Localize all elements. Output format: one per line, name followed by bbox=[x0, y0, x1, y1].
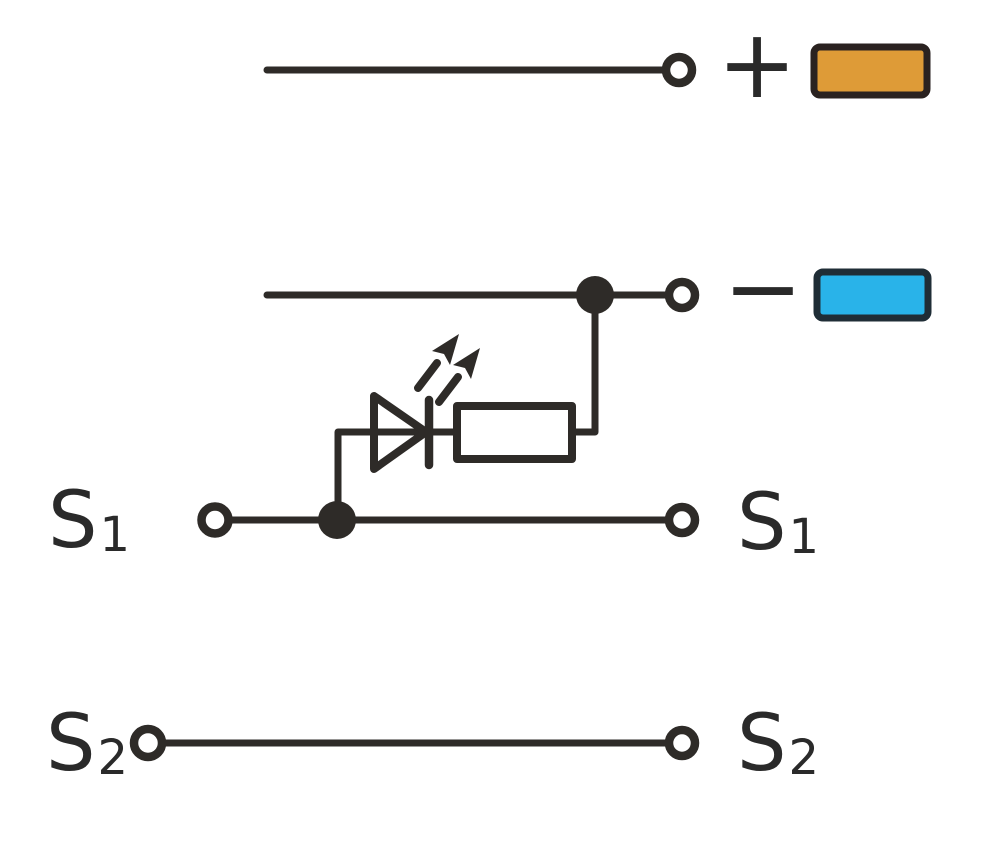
schematic-lines bbox=[159, 66, 670, 747]
labels: + − S1 S1 S2 S2 bbox=[46, 10, 819, 789]
s2-terminal-right-circle bbox=[664, 725, 700, 761]
led-emission-arrow-heads bbox=[432, 334, 480, 379]
plus-symbol: + bbox=[717, 10, 797, 120]
led-branch-wire-left bbox=[334, 428, 461, 524]
s1-label-left: S1 bbox=[48, 476, 130, 566]
led-diode-triangle bbox=[370, 392, 430, 473]
junction-dots bbox=[318, 276, 614, 539]
s1-junction-dot bbox=[318, 501, 356, 539]
led-emission-arrow-shaft-2 bbox=[435, 373, 462, 406]
s1-label-right: S1 bbox=[737, 478, 819, 568]
plus-terminal-circle bbox=[661, 52, 697, 88]
led-emission-arrow-shaft-1 bbox=[414, 359, 441, 392]
plus-color-marker bbox=[810, 43, 931, 99]
led-branch-wire-right bbox=[568, 291, 599, 436]
minus-junction-dot bbox=[576, 276, 614, 314]
minus-color-marker bbox=[813, 268, 932, 322]
s1-terminal-right-circle bbox=[664, 502, 700, 538]
led-emission-arrowhead-icon bbox=[453, 348, 480, 379]
s1-terminal-left-circle bbox=[197, 502, 233, 538]
minus-terminal-circle bbox=[664, 277, 700, 313]
open-terminals bbox=[129, 52, 700, 762]
resistor-symbol bbox=[453, 402, 576, 463]
led-emission-arrowhead-icon bbox=[432, 334, 459, 365]
minus-symbol: − bbox=[723, 234, 803, 344]
s2-label-right: S2 bbox=[737, 699, 819, 789]
s2-terminal-left-circle bbox=[129, 724, 167, 762]
s2-label-left: S2 bbox=[46, 699, 128, 789]
